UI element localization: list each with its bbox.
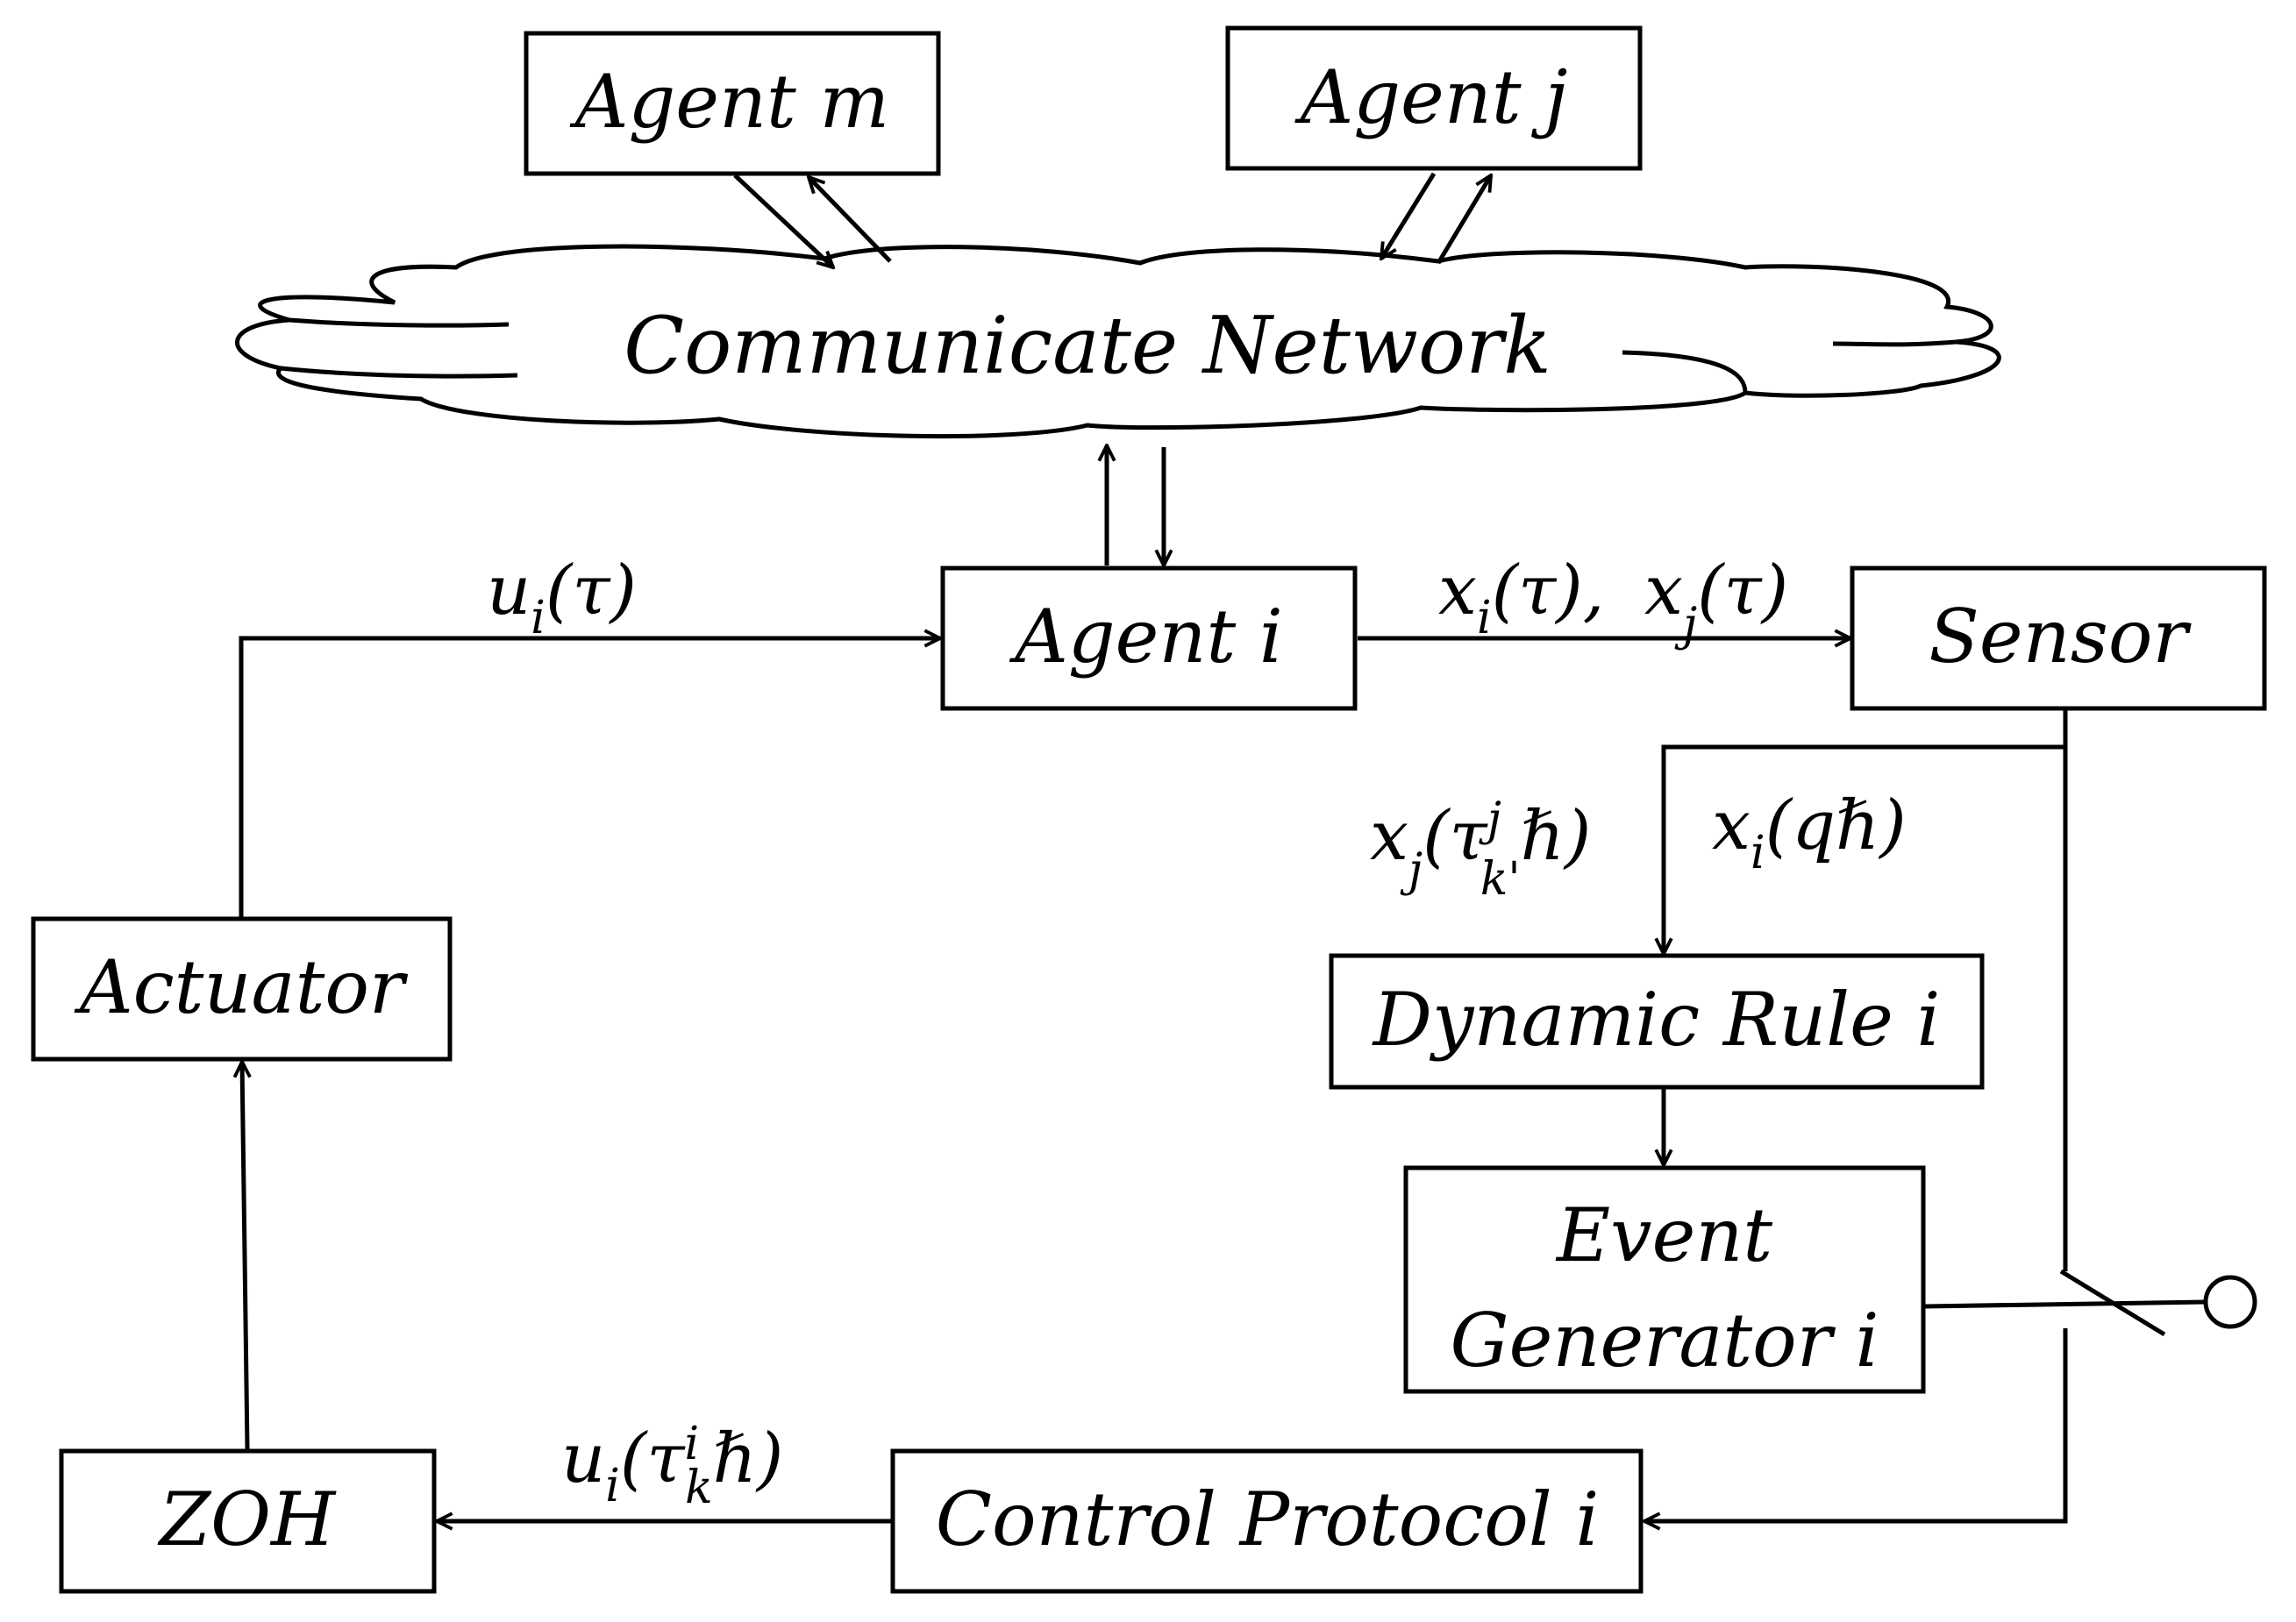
agent-j-to-network-arrow — [1381, 172, 1437, 259]
actuator-label: Actuator — [74, 944, 409, 1030]
agent-m-box — [524, 31, 941, 176]
state-xi-label: xi(τ), — [1438, 551, 1604, 644]
agent-i-label: Agent i — [1009, 594, 1283, 679]
control-protocol-box — [890, 1448, 1644, 1594]
event-trigger-line — [1924, 1299, 2207, 1309]
agent-j-label: Agent j — [1294, 54, 1568, 140]
sensor-label: Sensor — [1929, 594, 2192, 679]
control-protocol-label: Control Protocol i — [936, 1476, 1600, 1562]
actuator-box — [31, 916, 453, 1062]
switch-to-control-protocol-line — [1644, 1328, 2068, 1521]
sensor-box — [1850, 566, 2267, 711]
zoh-box — [59, 1448, 437, 1594]
sensor-to-dynamic-rule-line — [1664, 744, 2065, 954]
agent-m-to-network-arrow — [733, 174, 833, 267]
network-label: Communicate Network — [624, 300, 1551, 392]
switch-terminal-circle — [2203, 1275, 2257, 1329]
agent-m-label: Agent m — [569, 59, 889, 145]
event-generator-label-line1: Event — [1555, 1192, 1773, 1278]
event-generator-label-line2: Generator i — [1451, 1298, 1879, 1384]
dynamic-rule-label: Dynamic Rule i — [1372, 977, 1941, 1063]
control-input-label: ui(τ) — [487, 551, 637, 644]
network-cloud — [235, 244, 2001, 439]
zoh-to-actuator-arrow — [242, 1062, 247, 1450]
event-generator-box — [1403, 1165, 1926, 1394]
network-to-agent-m-arrow — [809, 177, 892, 263]
agent-j-box — [1225, 25, 1643, 171]
zoh-label: ZOH — [157, 1476, 337, 1562]
network-to-agent-j-arrow — [1436, 175, 1491, 265]
agent-i-box — [940, 566, 1358, 711]
actuator-to-agent-i-line — [239, 638, 940, 917]
sampled-state-label: xi(qℏ) — [1712, 786, 1907, 879]
state-xj-label: xj(τ) — [1644, 551, 1788, 651]
